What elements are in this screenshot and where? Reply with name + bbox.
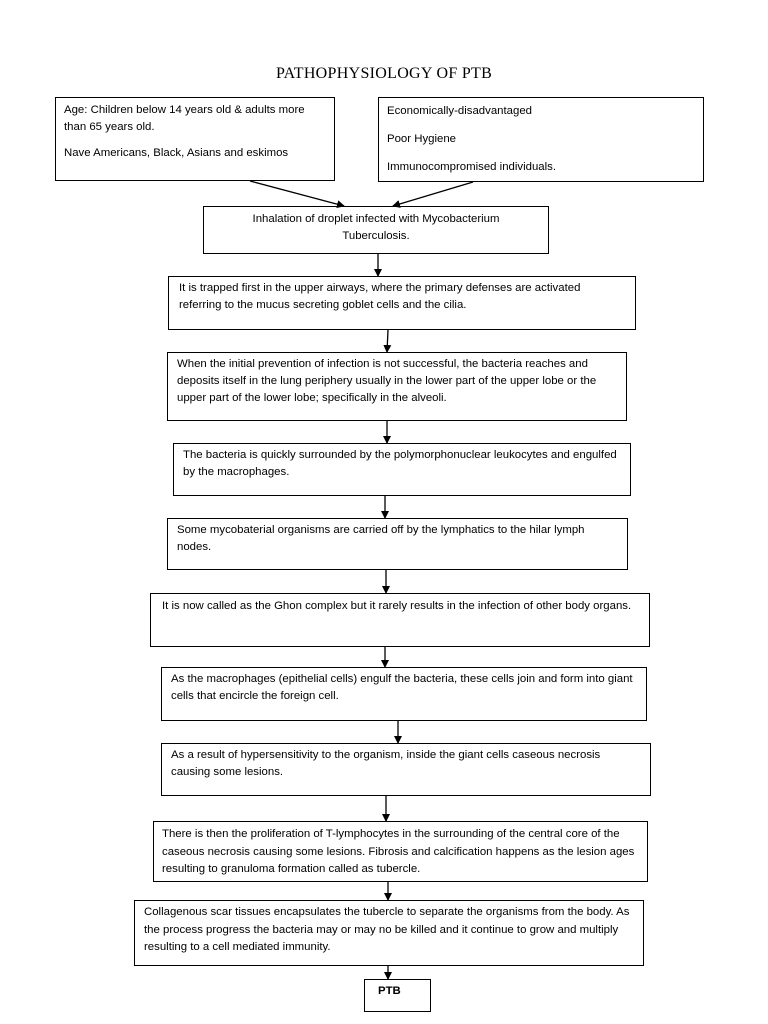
leukocyte-macrophage-text: The bacteria is quickly surrounded by th… [183,449,617,478]
risk-factors-age-ethnicity-box: Age: Children below 14 years old & adult… [55,97,335,181]
economic-risk-text: Economically-disadvantaged [387,105,532,117]
arrow-trapped-to-deposit [383,329,392,353]
leukocyte-macrophage-box: The bacteria is quickly surrounded by th… [173,443,631,496]
t-lymphocyte-proliferation-text: There is then the proliferation of T-lym… [162,828,635,875]
caseous-necrosis-box: As a result of hypersensitivity to the o… [161,743,651,796]
ghon-complex-box: It is now called as the Ghon complex but… [150,593,650,647]
inhalation-box: Inhalation of droplet infected with Myco… [203,206,549,254]
t-lymphocyte-proliferation-box: There is then the proliferation of T-lym… [153,821,648,882]
ethnicity-risk-text: Nave Americans, Black, Asians and eskimo… [64,147,289,159]
lymphatics-box: Some mycobaterial organisms are carried … [167,518,628,570]
hygiene-risk-text: Poor Hygiene [387,133,457,145]
risk-factors-socioeconomic-box: Economically-disadvantaged Poor Hygiene … [378,97,704,182]
giant-cells-text: As the macrophages (epithelial cells) en… [171,673,633,702]
lung-deposit-text: When the initial prevention of infection… [177,358,597,404]
inhalation-text: Inhalation of droplet infected with Myco… [252,213,500,242]
age-risk-text: Age: Children below 14 years old & adult… [64,104,305,133]
arrow-right-risk-to-inhalation [392,181,474,208]
lung-deposit-box: When the initial prevention of infection… [167,352,627,421]
ghon-complex-text: It is now called as the Ghon complex but… [162,600,632,612]
arrow-left-risk-to-inhalation [249,180,345,209]
ptb-label: PTB [378,985,401,997]
trapped-text: It is trapped first in the upper airways… [179,282,581,311]
collagenous-scar-text: Collagenous scar tissues encapsulates th… [144,906,630,953]
ptb-box: PTB [364,979,431,1012]
caseous-necrosis-text: As a result of hypersensitivity to the o… [171,749,601,778]
immunocompromised-risk-text: Immunocompromised individuals. [387,161,557,173]
giant-cells-box: As the macrophages (epithelial cells) en… [161,667,647,721]
collagenous-scar-box: Collagenous scar tissues encapsulates th… [134,900,644,966]
lymphatics-text: Some mycobaterial organisms are carried … [177,524,585,553]
diagram-title: PATHOPHYSIOLOGY OF PTB [275,65,493,82]
trapped-upper-airways-box: It is trapped first in the upper airways… [168,276,636,330]
